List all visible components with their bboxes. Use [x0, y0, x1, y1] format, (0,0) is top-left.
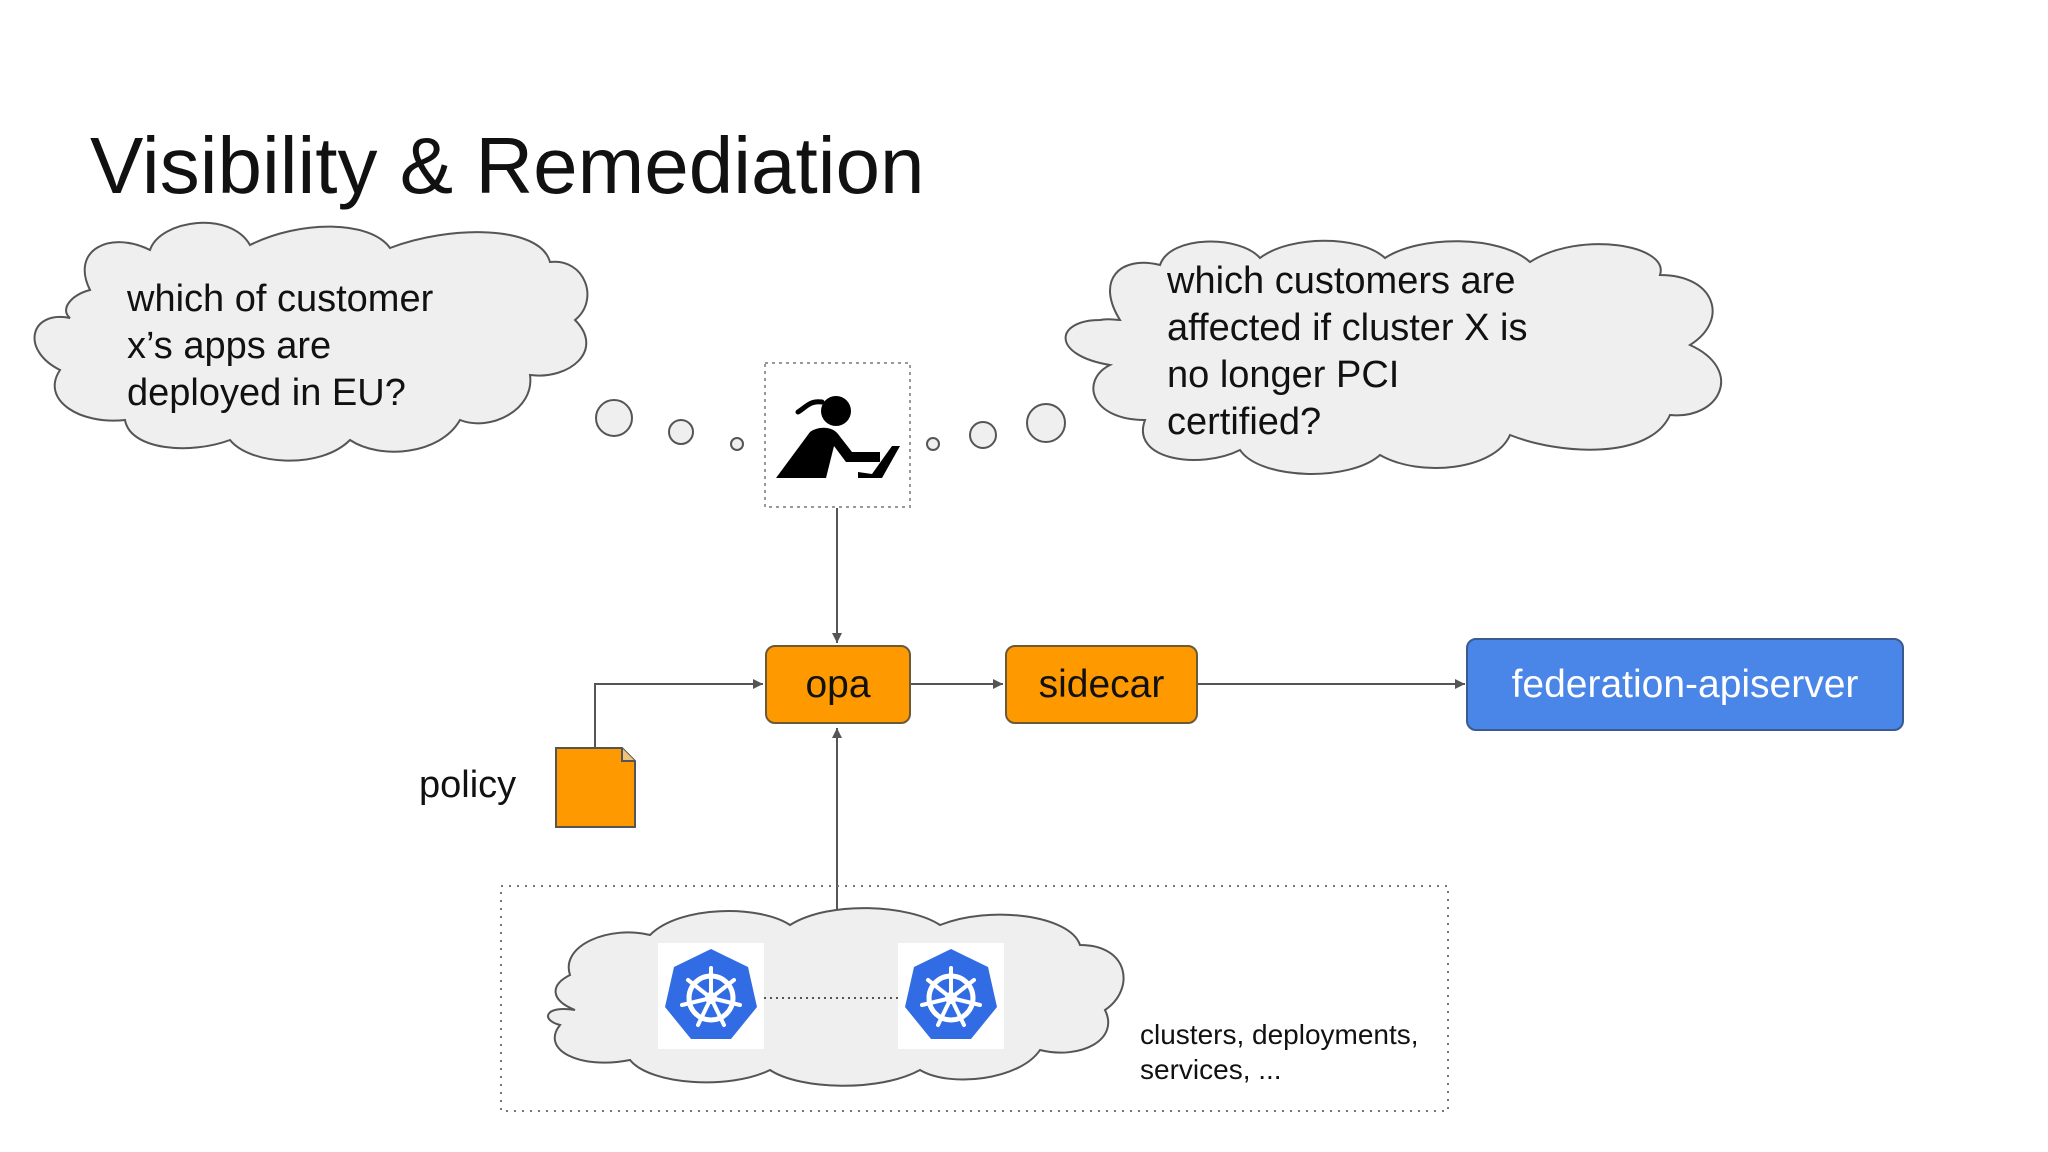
policy-label: policy: [419, 764, 517, 806]
thought-bubble: [969, 421, 997, 449]
thought-bubble: [926, 437, 940, 451]
sidecar-box[interactable]: sidecar: [1005, 645, 1198, 724]
thought-cloud-left: [33, 221, 589, 462]
thought-left-text: which of customer x’s apps are deployed …: [127, 276, 433, 417]
thought-cloud-right: [1064, 239, 1723, 475]
policy-to-opa-arrow: [594, 679, 763, 748]
document-icon: [555, 747, 636, 828]
thought-bubble: [668, 419, 694, 445]
thought-line: deployed in EU?: [127, 372, 406, 414]
kubernetes-wheel-icon: [658, 943, 764, 1049]
caption-line: services, ...: [1140, 1054, 1282, 1085]
thought-line: no longer PCI: [1167, 354, 1400, 396]
clusters-caption: clusters, deployments, services, ...: [1140, 1017, 1419, 1087]
thought-line: x’s apps are: [127, 325, 332, 367]
thought-bubble: [1026, 403, 1066, 443]
federation-apiserver-box[interactable]: federation-apiserver: [1466, 638, 1904, 731]
user-icon-frame: [764, 362, 911, 508]
caption-line: clusters, deployments,: [1140, 1019, 1419, 1050]
thought-line: which of customer: [127, 278, 434, 320]
thought-bubble: [595, 399, 633, 437]
opa-box[interactable]: opa: [765, 645, 911, 724]
person-at-laptop-icon: [776, 396, 900, 478]
kubernetes-wheel-icon: [898, 943, 1004, 1049]
thought-line: certified?: [1167, 401, 1322, 443]
thought-line: affected if cluster X is: [1167, 307, 1528, 349]
thought-line: which customers are: [1167, 260, 1516, 302]
slide-title: Visibility & Remediation: [90, 121, 925, 210]
clusters-frame: [500, 885, 1449, 1112]
thought-bubble: [730, 437, 744, 451]
cluster-cloud: [547, 907, 1125, 1087]
thought-right-text: which customers are affected if cluster …: [1167, 258, 1527, 446]
